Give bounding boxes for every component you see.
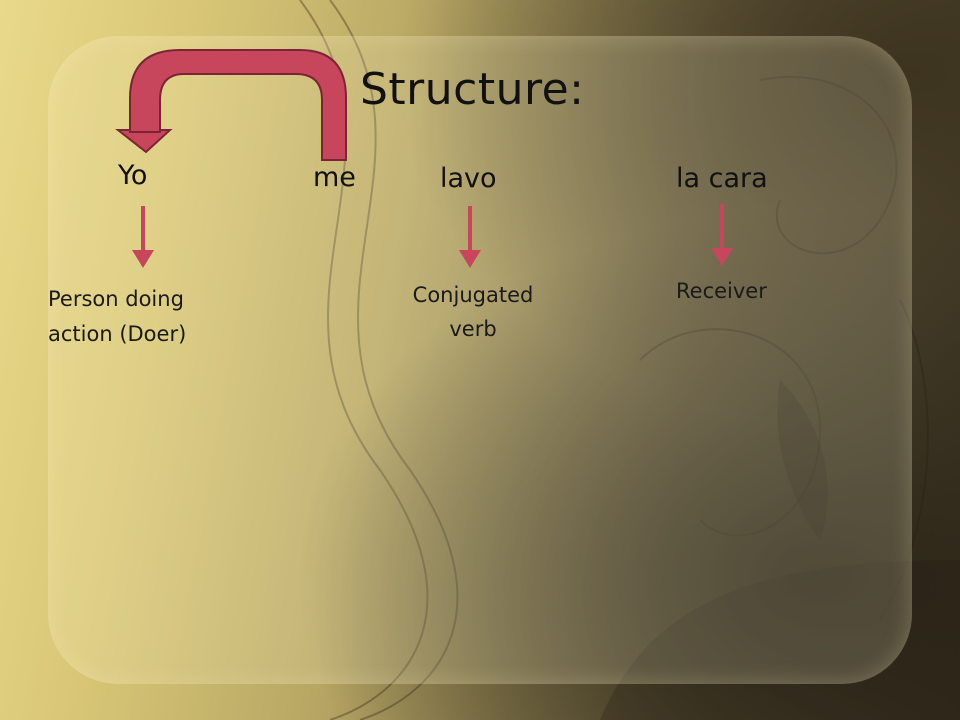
label-object: Receiver	[676, 279, 767, 303]
word-verb: lavo	[440, 163, 497, 194]
word-pronoun: me	[313, 162, 356, 193]
slide-title: Structure:	[360, 64, 585, 115]
content-panel	[48, 36, 912, 684]
curved-arrow-icon	[115, 129, 173, 154]
label-subject: Person doing action (Doer)	[48, 287, 187, 346]
down-arrow-verb-icon	[459, 206, 481, 268]
down-arrow-object-icon	[711, 204, 733, 266]
word-object: la cara	[676, 163, 768, 194]
curved-arrow-body-icon	[129, 49, 347, 161]
label-verb: Conjugated verb	[412, 283, 534, 341]
down-arrow-subject-icon	[132, 206, 154, 268]
word-subject: Yo	[118, 160, 148, 191]
